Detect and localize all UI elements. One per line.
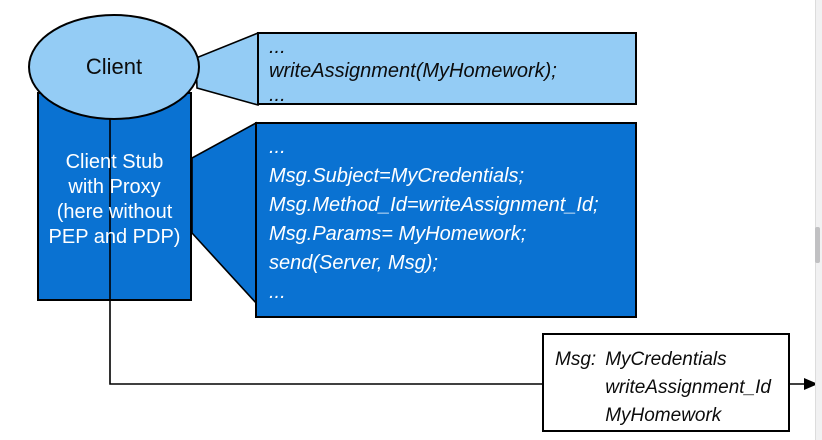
code-line: ... <box>269 84 286 106</box>
callout-stub-pointer <box>191 121 258 307</box>
callout-app-code: ... writeAssignment(MyHomework); ... <box>257 32 637 106</box>
callout-app-pointer <box>195 31 259 107</box>
message-value: MyHomework <box>605 405 722 426</box>
code-line: ... <box>269 281 286 303</box>
client-label: Client <box>85 54 143 79</box>
callout-stub-code: ... Msg.Subject=MyCredentials; Msg.Metho… <box>255 122 637 318</box>
message-box-label: Msg: <box>555 349 597 370</box>
message-value: writeAssignment_Id <box>605 377 771 398</box>
code-line: Msg.Params= MyHomework; <box>269 223 527 245</box>
client-ellipse: Client <box>28 14 200 120</box>
code-line: Msg.Method_Id=writeAssignment_Id; <box>269 194 599 216</box>
vertical-scrollbar-thumb[interactable] <box>815 227 820 263</box>
code-line: writeAssignment(MyHomework); <box>269 60 557 82</box>
arrowhead-icon <box>804 378 818 390</box>
message-box: Msg: MyCredentials writeAssignment_Id My… <box>542 333 790 432</box>
code-line: send(Server, Msg); <box>269 252 438 274</box>
code-line: ... <box>269 36 286 58</box>
client-stub-rect <box>37 92 192 301</box>
message-value: MyCredentials <box>605 349 727 370</box>
code-line: Msg.Subject=MyCredentials; <box>269 165 525 187</box>
message-box-values: MyCredentials writeAssignment_Id MyHomew… <box>605 346 771 430</box>
vertical-scrollbar-track[interactable] <box>815 0 822 440</box>
code-line: ... <box>269 136 286 158</box>
